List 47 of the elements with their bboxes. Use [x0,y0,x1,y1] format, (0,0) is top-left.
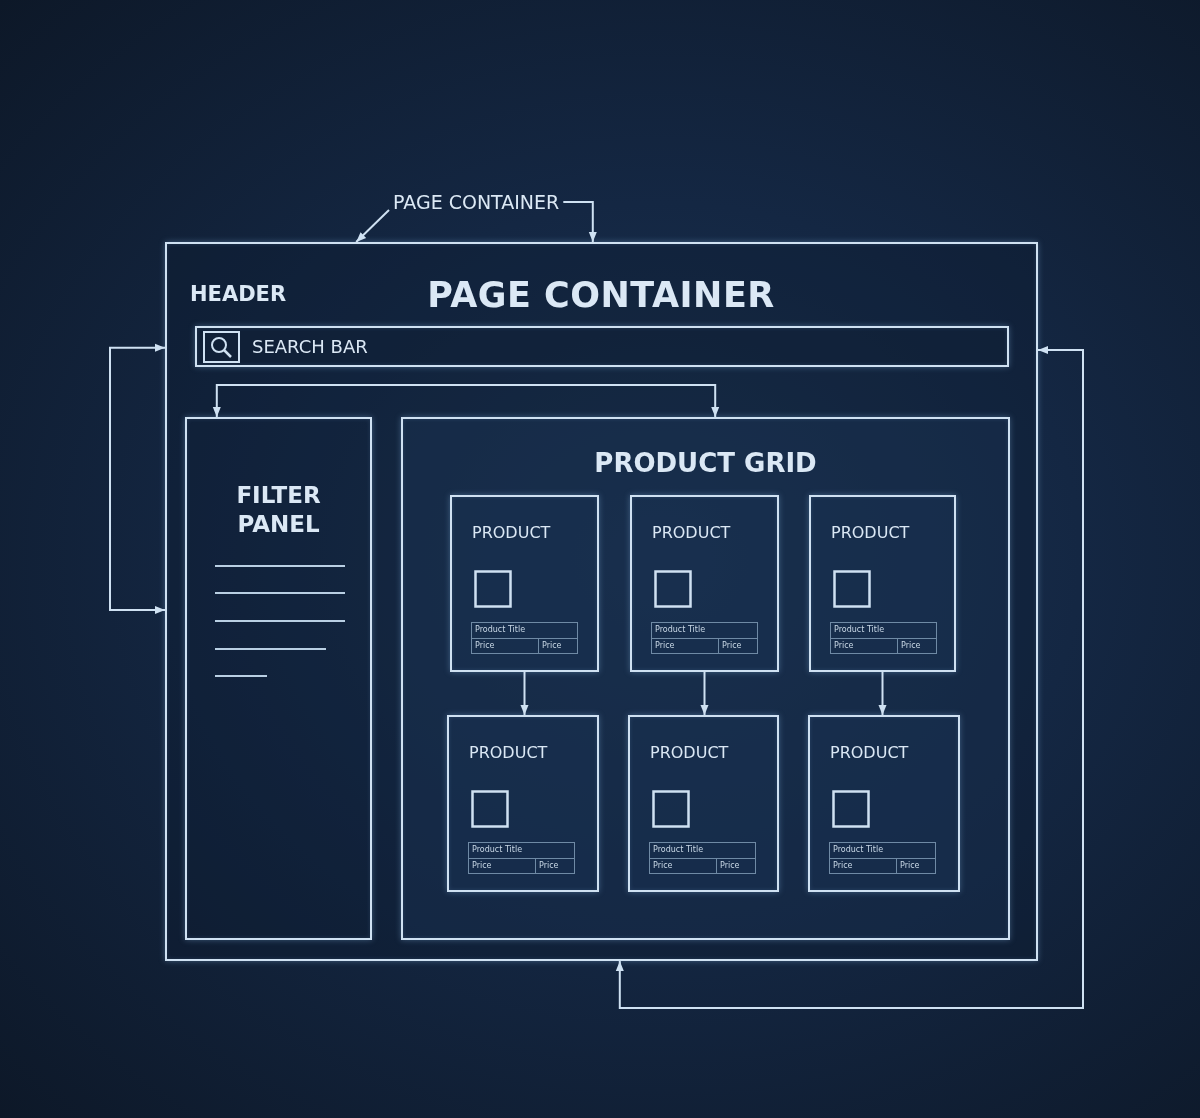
title-field: Product Title [468,842,575,859]
double-headed-arrow [212,384,720,418]
title-field: Product Title [651,622,758,639]
product-heading: PRODUCT [650,743,729,763]
price-field: Price [535,858,575,874]
title-field: Product Title [471,622,578,639]
page-title: PAGE CONTAINER [427,274,775,316]
product-card [808,715,960,892]
product-card [809,495,956,672]
search-bar: SEARCH BAR [195,326,1009,367]
price-field: Price [718,638,758,654]
price-field: Price [896,858,936,874]
product-heading: PRODUCT [472,523,551,543]
product-card [450,495,599,672]
price-field: Price [651,638,719,654]
price-field: Price [649,858,717,874]
price-field: Price [538,638,578,654]
product-heading: PRODUCT [830,743,909,763]
product-card [630,495,779,672]
filter-panel [185,417,372,940]
page-container-frame [165,242,1038,961]
product-grid-panel [401,417,1010,940]
header-label: HEADER [190,282,287,308]
product-heading: PRODUCT [831,523,910,543]
panel-heading: FILTER PANEL [236,481,321,539]
leader-arrow [562,201,597,243]
arrow [878,671,887,716]
title-field: Product Title [649,842,756,859]
price-field: Price [897,638,937,654]
title-field: Product Title [830,622,937,639]
product-heading: PRODUCT [469,743,548,763]
product-card [447,715,599,892]
callout-label: PAGE CONTAINER [389,191,564,213]
price-field: Price [468,858,536,874]
product-card [628,715,779,892]
price-field: Price [716,858,756,874]
arrow [520,671,529,716]
leader-arrow [355,209,390,243]
arrow [700,671,709,716]
grid-heading: PRODUCT GRID [594,448,817,480]
price-field: Price [830,638,898,654]
price-field: Price [829,858,897,874]
loop-arrow [109,343,166,615]
product-heading: PRODUCT [652,523,731,543]
loop-arrow [615,345,1084,1009]
price-field: Price [471,638,539,654]
title-field: Product Title [829,842,936,859]
